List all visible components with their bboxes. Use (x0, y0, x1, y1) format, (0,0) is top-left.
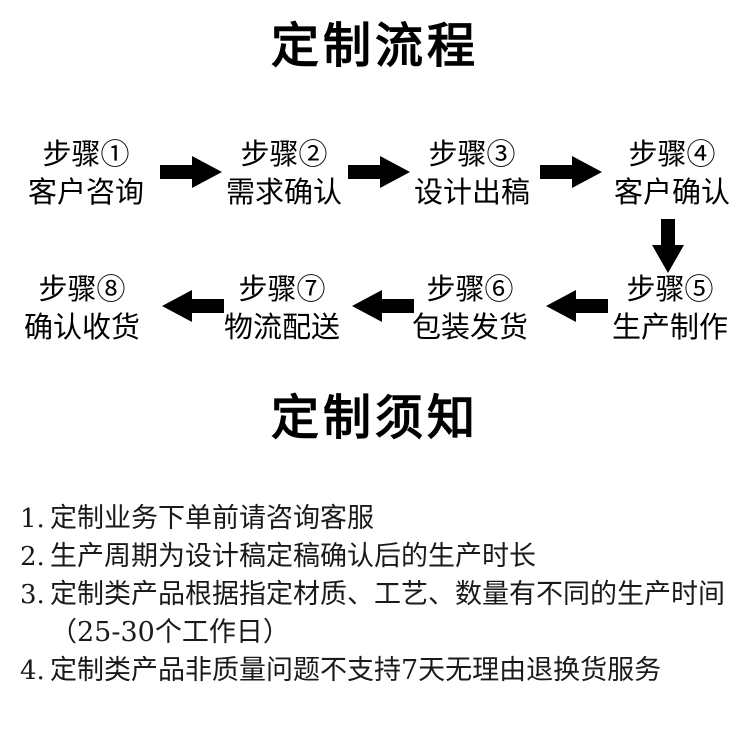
arrow-shaft (348, 165, 384, 179)
arrow-right-icon-step3-to-step4 (540, 156, 602, 188)
notice-item-text: 定制类产品根据指定材质、工艺、数量有不同的生产时间（25-30个工作日） (50, 579, 725, 648)
arrow-shaft (572, 299, 608, 313)
flow-step-7-number: 步骤⑦ (238, 272, 326, 306)
flow-step-7: 步骤⑦ 物流配送 (208, 270, 356, 346)
flow-step-1: 步骤① 客户咨询 (12, 135, 160, 211)
flow-step-5-number: 步骤⑤ (626, 272, 714, 306)
arrow-shaft (378, 299, 414, 313)
flow-step-8-number: 步骤⑧ (38, 272, 126, 306)
notice-item-marker: 4. (20, 656, 45, 686)
arrow-shaft (661, 219, 675, 249)
flow-step-3-name: 设计出稿 (413, 175, 530, 209)
arrow-left-icon-step5-to-step6 (546, 290, 608, 322)
flow-step-5-name: 生产制作 (611, 310, 728, 344)
arrow-right-icon-step2-to-step3 (348, 156, 410, 188)
arrow-shaft (540, 165, 576, 179)
flow-step-3-number: 步骤③ (428, 137, 516, 171)
arrow-shaft (188, 299, 224, 313)
flow-step-8-name: 确认收货 (23, 310, 140, 344)
flow-step-5: 步骤⑤ 生产制作 (596, 270, 744, 346)
flow-step-8: 步骤⑧ 确认收货 (8, 270, 156, 346)
arrow-shaft (160, 165, 196, 179)
arrow-right-icon-step1-to-step2 (160, 156, 222, 188)
arrow-down-icon-step4-to-step5 (652, 219, 684, 273)
notice-item-text: 定制类产品非质量问题不支持7天无理由退换货服务 (50, 655, 662, 686)
notice-list-item: 2. 生产周期为设计稿定稿确认后的生产时长 (20, 538, 736, 576)
arrow-head (192, 156, 222, 188)
notice-section-title: 定制须知 (270, 390, 479, 446)
notice-item-marker: 3. (20, 580, 45, 610)
notice-list-item: 4. 定制类产品非质量问题不支持7天无理由退换货服务 (20, 652, 736, 690)
arrow-left-icon-step7-to-step8 (162, 290, 224, 322)
flow-step-6-number: 步骤⑥ (426, 272, 514, 306)
flow-step-1-number: 步骤① (42, 137, 130, 171)
arrow-head (572, 156, 602, 188)
flow-step-4-name: 客户确认 (613, 175, 730, 209)
flow-step-3: 步骤③ 设计出稿 (398, 135, 546, 211)
flow-step-2: 步骤② 需求确认 (210, 135, 358, 211)
arrow-head (352, 290, 382, 322)
notice-list-item: 3. 定制类产品根据指定材质、工艺、数量有不同的生产时间（25-30个工作日） (20, 576, 736, 652)
notice-item-marker: 1. (20, 504, 45, 534)
flow-step-4-number: 步骤④ (628, 137, 716, 171)
arrow-head (380, 156, 410, 188)
arrow-head (652, 245, 684, 273)
flow-step-6-name: 包装发货 (411, 310, 528, 344)
notice-item-marker: 2. (20, 542, 45, 572)
notice-list-item: 1. 定制业务下单前请咨询客服 (20, 500, 736, 538)
notice-item-text: 定制业务下单前请咨询客服 (50, 503, 374, 534)
flow-step-2-name: 需求确认 (225, 175, 342, 209)
notice-item-text: 生产周期为设计稿定稿确认后的生产时长 (50, 541, 536, 572)
flow-step-1-name: 客户咨询 (27, 175, 144, 209)
arrow-left-icon-step6-to-step7 (352, 290, 414, 322)
flow-step-6: 步骤⑥ 包装发货 (396, 270, 544, 346)
notice-list: 1. 定制业务下单前请咨询客服 2. 生产周期为设计稿定稿确认后的生产时长 3.… (20, 500, 736, 690)
flow-step-7-name: 物流配送 (223, 310, 340, 344)
flow-step-4: 步骤④ 客户确认 (598, 135, 746, 211)
arrow-head (162, 290, 192, 322)
arrow-head (546, 290, 576, 322)
flow-step-2-number: 步骤② (240, 137, 328, 171)
process-section-title: 定制流程 (270, 18, 479, 74)
